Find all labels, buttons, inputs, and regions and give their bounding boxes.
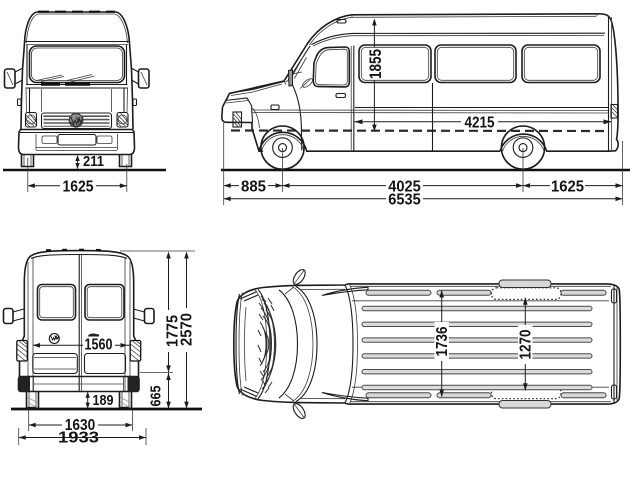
- svg-text:1630: 1630: [65, 417, 96, 434]
- svg-text:6535: 6535: [388, 192, 421, 209]
- svg-text:4025: 4025: [388, 179, 421, 196]
- svg-text:2570: 2570: [179, 313, 196, 346]
- svg-text:211: 211: [83, 153, 104, 170]
- svg-text:189: 189: [93, 392, 114, 409]
- svg-text:665: 665: [148, 386, 165, 407]
- svg-text:885: 885: [241, 179, 266, 196]
- svg-text:1560: 1560: [85, 336, 113, 353]
- svg-text:1933: 1933: [58, 430, 99, 447]
- svg-text:1775: 1775: [164, 315, 181, 347]
- svg-text:1625: 1625: [551, 179, 584, 196]
- svg-text:1625: 1625: [63, 179, 94, 196]
- svg-text:1855: 1855: [366, 49, 385, 79]
- svg-text:1736: 1736: [434, 326, 451, 356]
- svg-text:4215: 4215: [465, 114, 495, 131]
- svg-text:1270: 1270: [518, 330, 535, 360]
